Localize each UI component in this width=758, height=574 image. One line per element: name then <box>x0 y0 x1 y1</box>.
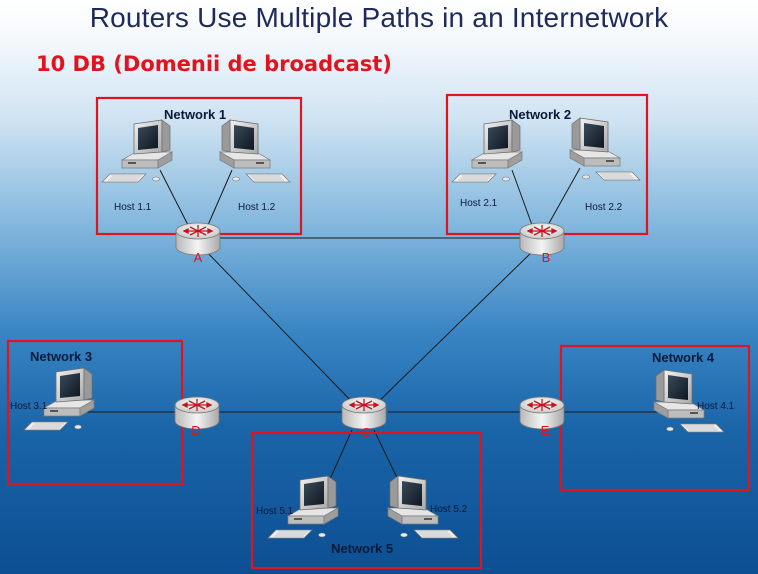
link-a-c <box>202 247 356 406</box>
host-2-2-computer-icon <box>569 117 641 181</box>
link-host12-a <box>207 169 233 226</box>
network-3-label: Network 3 <box>30 349 92 364</box>
network-5-box <box>250 431 483 570</box>
network-2-label: Network 2 <box>509 107 571 122</box>
router-d-label: D <box>191 423 200 438</box>
router-a-label: A <box>194 250 203 265</box>
host-2-1-computer-icon <box>451 119 523 183</box>
router-e-label: E <box>541 423 550 438</box>
network-4-box <box>559 344 751 492</box>
link-host21-b <box>511 169 533 226</box>
host-4-1-label: Host 4.1 <box>697 401 735 412</box>
link-b-c <box>374 247 537 406</box>
slide-subtitle: 10 DB (Domenii de broadcast) <box>36 52 392 76</box>
router-c-label: C <box>361 425 370 440</box>
host-3-1-label: Host 3.1 <box>10 401 48 412</box>
host-1-1-label: Host 1.1 <box>114 202 152 213</box>
router-b-label: B <box>542 250 551 265</box>
host-5-1-label: Host 5.1 <box>256 506 294 517</box>
network-1-label: Network 1 <box>164 107 226 122</box>
network-4-label: Network 4 <box>652 350 715 365</box>
host-2-2-label: Host 2.2 <box>585 202 623 213</box>
host-5-2-label: Host 5.2 <box>430 504 468 515</box>
link-host22-b <box>547 167 581 226</box>
link-host11-a <box>159 169 189 226</box>
host-3-1-computer-icon <box>23 367 95 431</box>
links <box>84 167 660 489</box>
slide-title: Routers Use Multiple Paths in an Interne… <box>89 2 669 33</box>
host-2-1-label: Host 2.1 <box>460 198 498 209</box>
host-1-2-label: Host 1.2 <box>238 202 276 213</box>
network-5-label: Network 5 <box>331 541 393 556</box>
